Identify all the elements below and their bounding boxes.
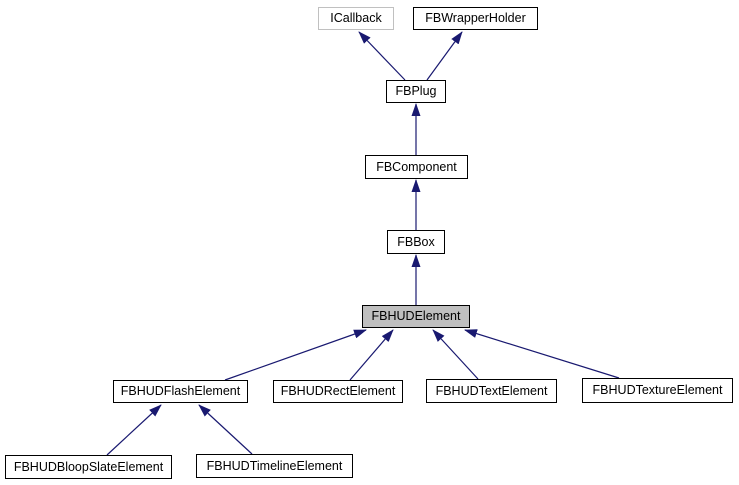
class-node-fbhudtimelineelement[interactable]: FBHUDTimelineElement [196, 454, 353, 478]
class-node-fbbox[interactable]: FBBox [387, 230, 445, 254]
edge-fbplug-to-icallback [358, 31, 406, 81]
class-node-fbhudbloopslateelement[interactable]: FBHUDBloopSlateElement [5, 455, 172, 479]
edge-text-to-fbhudelement [432, 329, 479, 380]
class-node-icallback: ICallback [318, 7, 394, 30]
edge-timeline-to-flash [198, 404, 253, 455]
edge-flash-to-fbhudelement [224, 329, 367, 381]
class-node-fbhudtextureelement[interactable]: FBHUDTextureElement [582, 378, 733, 403]
class-node-fbhudtextelement[interactable]: FBHUDTextElement [426, 379, 557, 403]
edge-fbplug-to-fbwrapperholder [426, 31, 463, 81]
edge-texture-to-fbhudelement [464, 329, 620, 379]
edge-rect-to-fbhudelement [349, 329, 394, 381]
class-node-fbwrapperholder[interactable]: FBWrapperHolder [413, 7, 538, 30]
class-node-fbhudrectelement[interactable]: FBHUDRectElement [273, 380, 403, 403]
class-node-fbhudflashelement[interactable]: FBHUDFlashElement [113, 380, 248, 403]
class-node-fbplug[interactable]: FBPlug [386, 80, 446, 103]
edge-bloopslate-to-flash [106, 404, 162, 456]
class-node-fbhudelement: FBHUDElement [362, 305, 470, 328]
class-node-fbcomponent[interactable]: FBComponent [365, 155, 468, 179]
